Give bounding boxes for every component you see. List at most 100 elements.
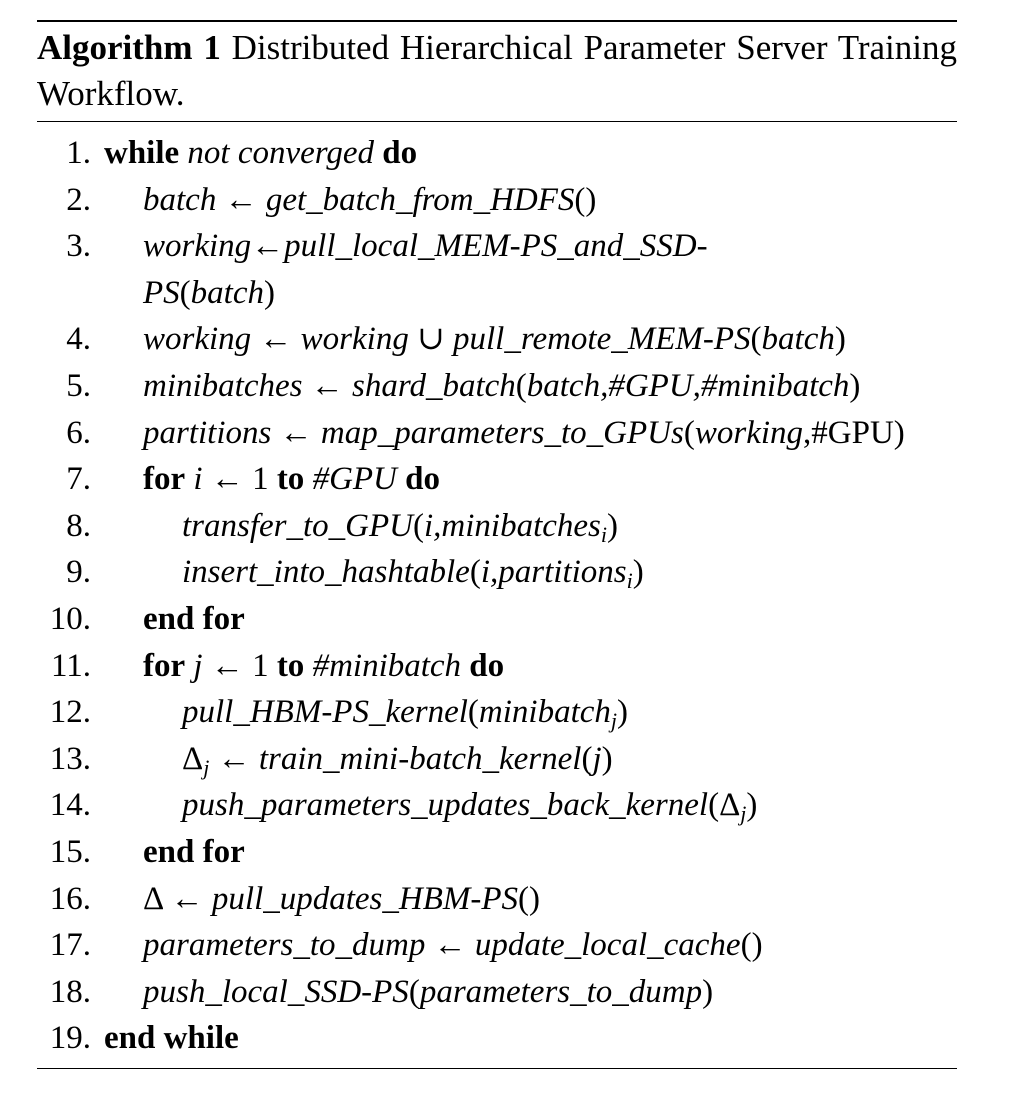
code-token: push_local_SSD-PS bbox=[143, 973, 409, 1010]
keyword: end for bbox=[143, 834, 245, 870]
code-token: working bbox=[694, 414, 804, 451]
code-token bbox=[304, 648, 312, 684]
line-number: 3. bbox=[66, 228, 91, 265]
code-token: ( bbox=[413, 507, 424, 544]
keyword: to bbox=[276, 647, 305, 684]
code-token: ( bbox=[179, 274, 191, 311]
keyword: end while bbox=[104, 1020, 239, 1057]
subscript: j bbox=[203, 754, 210, 780]
line-number: 1. bbox=[66, 135, 91, 171]
line-code: Δj ← train_mini-batch_kernel(j) bbox=[182, 736, 613, 782]
code-token: () bbox=[518, 880, 541, 917]
code-token: working bbox=[300, 321, 409, 358]
code-token: ,#GPU) bbox=[803, 414, 905, 451]
line-number: 6. bbox=[66, 414, 91, 451]
algorithm-caption: Algorithm 1 Distributed Hierarchical Par… bbox=[37, 25, 957, 117]
code-token bbox=[397, 461, 405, 497]
code-token: () bbox=[574, 181, 597, 218]
algorithm-label: Algorithm 1 bbox=[37, 28, 221, 67]
code-token: PS bbox=[143, 274, 180, 311]
code-token: transfer_to_GPU bbox=[182, 507, 413, 544]
code-token: batch bbox=[190, 274, 264, 311]
line-code: Δ ← pull_updates_HBM-PS() bbox=[143, 876, 540, 922]
code-token: i bbox=[193, 461, 203, 498]
line-code: insert_into_hashtable(i,partitionsi) bbox=[182, 549, 644, 595]
line-code: partitions ← map_parameters_to_GPUs(work… bbox=[143, 410, 905, 456]
keyword: for bbox=[143, 647, 186, 684]
caption-rule bbox=[37, 121, 957, 122]
code-token: Δ ← bbox=[143, 880, 212, 917]
code-token: pull_local_MEM-PS_and_SSD- bbox=[284, 228, 708, 265]
code-token: not converged bbox=[187, 135, 375, 171]
code-token: ( bbox=[469, 554, 481, 591]
line-number: 7. bbox=[66, 461, 91, 498]
line-number: 16. bbox=[49, 880, 91, 917]
code-token: ( bbox=[683, 414, 695, 451]
algorithm-title: Distributed Hierarchical Parameter Serve… bbox=[37, 28, 958, 113]
code-token: working bbox=[143, 321, 252, 358]
code-token: shard_batch bbox=[351, 368, 516, 404]
keyword: to bbox=[276, 461, 305, 498]
subscript: i bbox=[626, 568, 633, 594]
line-number: 2. bbox=[66, 181, 91, 218]
line-code: working←pull_local_MEM-PS_and_SSD- bbox=[143, 223, 708, 269]
line-code: minibatches ← shard_batch(batch,#GPU,#mi… bbox=[143, 363, 860, 409]
subscript: i bbox=[600, 521, 608, 547]
code-token: batch,#GPU,#minibatch bbox=[526, 368, 850, 404]
line-number: 15. bbox=[49, 834, 91, 870]
code-token: ( bbox=[581, 740, 593, 777]
code-token: ( bbox=[750, 321, 762, 358]
code-token bbox=[304, 461, 312, 497]
line-number: 8. bbox=[66, 507, 91, 544]
code-token: ) bbox=[264, 274, 275, 311]
code-token: batch bbox=[143, 181, 217, 218]
code-token: push_parameters_updates_back_kernel bbox=[182, 787, 709, 824]
line-number: 9. bbox=[66, 554, 91, 591]
code-token: i,minibatches bbox=[424, 507, 601, 544]
code-token: update_local_cache bbox=[474, 927, 741, 964]
code-token: ← bbox=[302, 368, 352, 404]
code-token: i,partitions bbox=[480, 554, 627, 591]
code-token: ( bbox=[467, 694, 479, 731]
line-code: end for bbox=[143, 829, 245, 875]
bottom-rule bbox=[37, 1068, 957, 1069]
code-token: j bbox=[592, 740, 602, 777]
code-token: ) bbox=[632, 554, 644, 591]
line-code: batch ← get_batch_from_HDFS() bbox=[143, 177, 596, 223]
code-token: minibatch bbox=[478, 694, 611, 731]
subscript: j bbox=[610, 708, 618, 734]
line-number: 4. bbox=[66, 321, 91, 358]
line-code: while not converged do bbox=[104, 130, 417, 176]
code-token: ← 1 bbox=[202, 647, 277, 684]
line-number: 14. bbox=[49, 787, 91, 824]
keyword: do bbox=[469, 647, 505, 684]
code-token: () bbox=[740, 927, 763, 964]
line-number: 10. bbox=[49, 601, 91, 637]
line-number: 19. bbox=[49, 1020, 91, 1057]
line-code: end while bbox=[104, 1015, 239, 1061]
code-token: ) bbox=[607, 507, 619, 544]
code-token: ) bbox=[849, 368, 861, 404]
code-token: ) bbox=[702, 973, 714, 1010]
code-token: train_mini-batch_kernel bbox=[258, 740, 582, 777]
code-token: ← bbox=[251, 228, 285, 265]
code-token: ← 1 bbox=[202, 461, 277, 498]
code-token: ∪ bbox=[408, 321, 453, 358]
line-number: 11. bbox=[50, 647, 91, 684]
code-token: ( bbox=[515, 368, 527, 404]
code-token: ( bbox=[408, 973, 420, 1010]
line-code: PS(batch) bbox=[143, 270, 275, 316]
code-token: working bbox=[143, 228, 252, 265]
code-token: pull_remote_MEM-PS bbox=[453, 321, 751, 358]
code-token: ← bbox=[251, 321, 301, 358]
code-token: batch bbox=[761, 321, 835, 358]
top-rule bbox=[37, 20, 957, 22]
code-token: ) bbox=[601, 740, 613, 777]
line-code: push_local_SSD-PS(parameters_to_dump) bbox=[143, 969, 713, 1015]
keyword: while bbox=[104, 135, 180, 171]
code-token: ← bbox=[216, 181, 266, 218]
line-number: 17. bbox=[49, 927, 91, 964]
code-token: j bbox=[193, 647, 203, 684]
code-token: Δ bbox=[182, 740, 204, 777]
code-token: parameters_to_dump bbox=[419, 973, 703, 1010]
